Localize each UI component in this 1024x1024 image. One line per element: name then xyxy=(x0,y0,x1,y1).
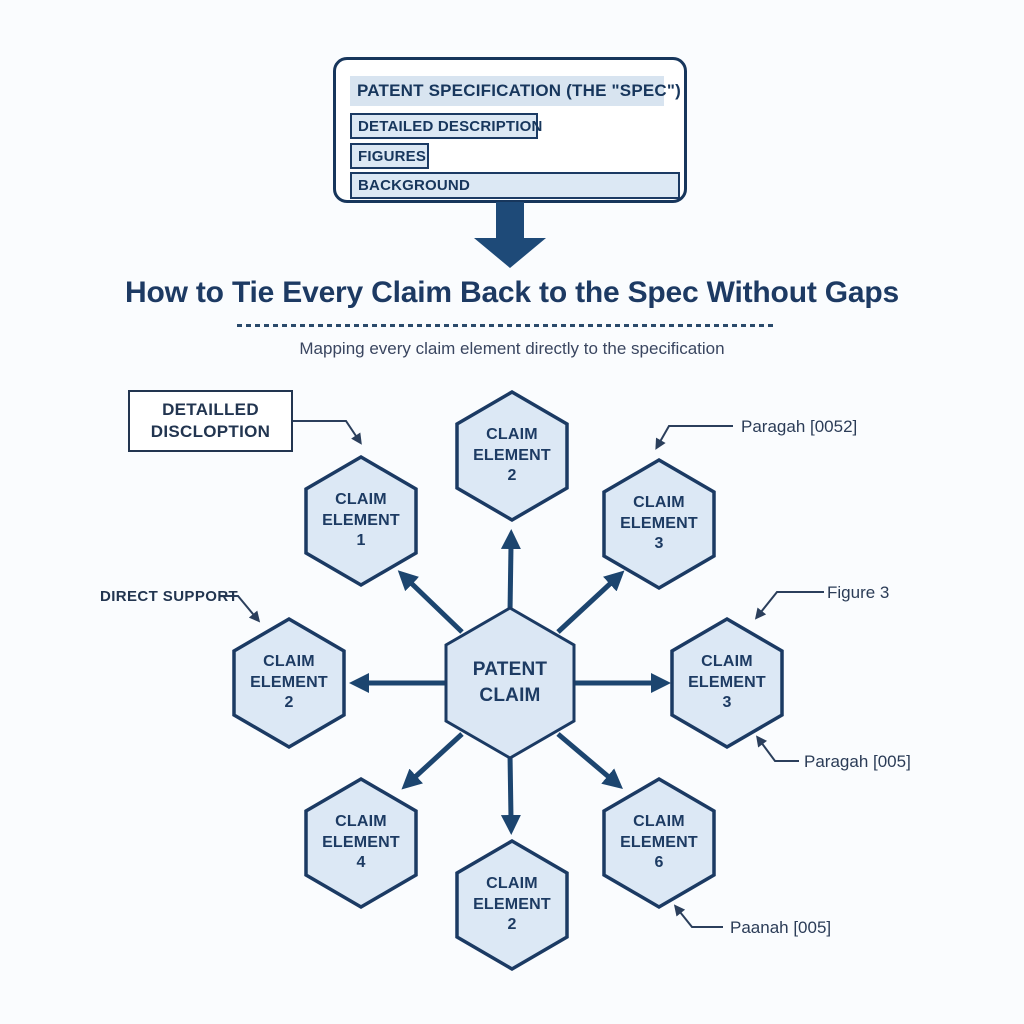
claim-element-2-bottom-label: CLAIM ELEMENT 2 xyxy=(473,874,551,934)
spoke-up xyxy=(500,529,521,613)
connector-paragraph-005-right xyxy=(756,735,799,762)
hexagon-right xyxy=(670,616,784,750)
claim-element-2-left-label: CLAIM ELEMENT 2 xyxy=(250,652,328,712)
callout-connectors xyxy=(219,420,824,928)
hexagon-top xyxy=(455,389,569,523)
paragraph-005-right-callout: Paragah [005] xyxy=(804,752,911,771)
hexagon-bottom xyxy=(455,838,569,972)
connector-direct-support xyxy=(219,595,261,623)
claim-element-hexagons xyxy=(232,389,784,972)
paragraph-005-bottom-callout: Paanah [005] xyxy=(730,918,832,937)
spoke-down-left xyxy=(401,732,464,790)
patent-claim-label: PATENT CLAIM xyxy=(472,659,548,706)
connector-figure-3 xyxy=(754,591,824,620)
hexagon-top-left xyxy=(304,454,418,588)
claim-element-2-top-label: CLAIM ELEMENT 2 xyxy=(473,425,551,485)
hexagon-bottom-right xyxy=(602,776,716,910)
connector-paragraph-005-bottom xyxy=(673,904,723,928)
spoke-arrows xyxy=(349,529,671,835)
claim-element-4-label: CLAIM ELEMENT 4 xyxy=(322,812,400,872)
page-subtitle: Mapping every claim element directly to … xyxy=(299,339,725,358)
connector-detailed-box xyxy=(293,420,362,445)
spoke-down xyxy=(500,753,521,835)
hexagon-top-right xyxy=(602,457,716,591)
claim-element-1-label: CLAIM ELEMENT 1 xyxy=(322,490,400,550)
down-block-arrow xyxy=(496,202,524,238)
spoke-up-left xyxy=(397,570,464,634)
detailed-disclosure-callout: DETAILLED DISCLOPTION xyxy=(128,390,293,452)
direct-support-callout: DIRECT SUPPORT xyxy=(100,588,239,605)
down-block-arrow-head xyxy=(474,238,546,268)
claim-element-6-label: CLAIM ELEMENT 6 xyxy=(620,812,698,872)
page-title: How to Tie Every Claim Back to the Spec … xyxy=(125,276,899,309)
spec-box-title: PATENT SPECIFICATION (THE "SPEC") xyxy=(350,76,681,106)
spoke-up-right xyxy=(556,570,625,634)
claim-element-3-top-label: CLAIM ELEMENT 3 xyxy=(620,493,698,553)
dashed-divider xyxy=(237,324,777,327)
spec-section-background: BACKGROUND xyxy=(350,172,680,199)
hexagon-center-patent-claim xyxy=(444,606,576,760)
claim-element-3-right-label: CLAIM ELEMENT 3 xyxy=(688,652,766,712)
hexagon-bottom-left xyxy=(304,776,418,910)
paragraph-0052-callout: Paragah [0052] xyxy=(741,417,858,436)
hexagon-left xyxy=(232,616,346,750)
spec-section-detailed-description: DETAILED DESCRIPTION xyxy=(350,113,542,139)
connector-paragraph-0052 xyxy=(655,425,733,450)
spoke-down-right xyxy=(556,732,623,789)
figure-3-callout: Figure 3 xyxy=(827,583,890,602)
spec-section-figures: FIGURES xyxy=(350,143,429,169)
spec-box: PATENT SPECIFICATION (THE "SPEC") DETAIL… xyxy=(333,57,687,203)
